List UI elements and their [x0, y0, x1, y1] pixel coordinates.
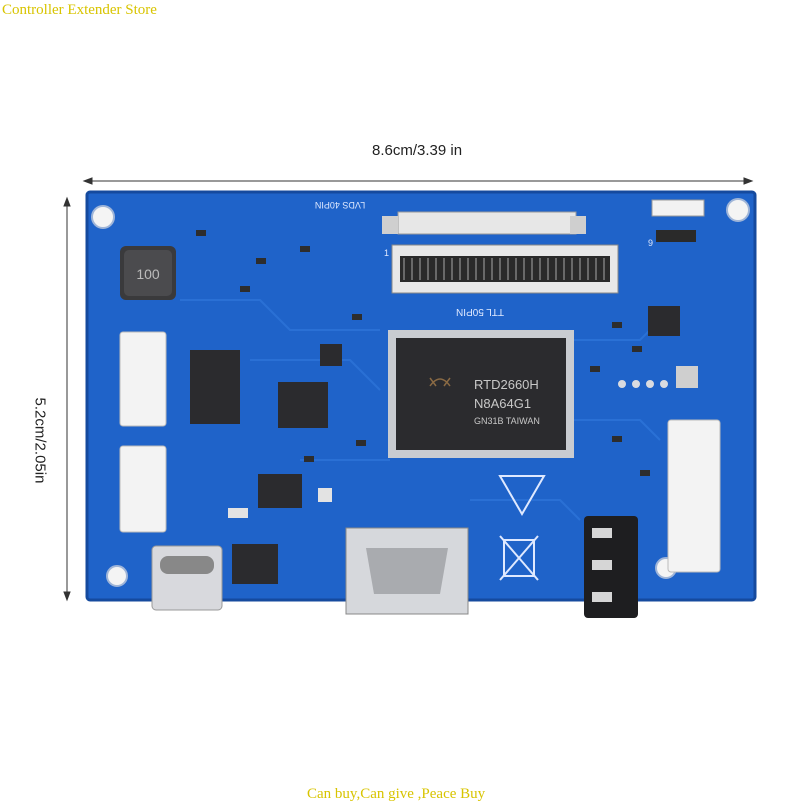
- chip-origin-label: GN31B TAIWAN: [474, 416, 540, 426]
- usb-c-port: [151, 545, 223, 611]
- width-dimension-label: 8.6cm/3.39 in: [372, 142, 463, 159]
- weee-recycle-icon: [499, 535, 539, 581]
- realtek-logo-icon: [429, 377, 451, 387]
- test-pads: [618, 380, 668, 388]
- audio-jack: [584, 516, 638, 618]
- small-ics: [190, 306, 698, 584]
- esd-warning-icon: [498, 475, 546, 516]
- lvds-connector: LVDS 40PIN: [315, 200, 586, 235]
- main-chip: RTD2660H N8A64G1 GN31B TAIWAN: [388, 330, 574, 458]
- chip-model-label: RTD2660H: [474, 377, 539, 392]
- mounting-holes: [91, 198, 750, 587]
- hdmi-port: [345, 527, 469, 615]
- inductor: 100: [120, 246, 176, 300]
- ttl-label: TTL 50PIN: [456, 306, 504, 317]
- small-fpc-connector: 9: [648, 199, 705, 248]
- connector-pin-label: 1: [384, 248, 389, 258]
- passive-components: [196, 230, 650, 518]
- store-watermark: Controller Extender Store: [2, 2, 157, 18]
- lvds-label: LVDS 40PIN: [315, 200, 365, 210]
- footer-slogan: Can buy,Can give ,Peace Buy: [307, 786, 486, 802]
- jst-connectors: [119, 331, 721, 573]
- fpc-pin-label: 9: [648, 238, 653, 248]
- height-dimension-line: [63, 196, 71, 602]
- chip-code-label: N8A64G1: [474, 396, 531, 411]
- inductor-label: 100: [136, 266, 160, 282]
- ttl-fpc-connector: 1 TTL 50PIN: [384, 244, 619, 317]
- width-dimension-line: [82, 177, 754, 185]
